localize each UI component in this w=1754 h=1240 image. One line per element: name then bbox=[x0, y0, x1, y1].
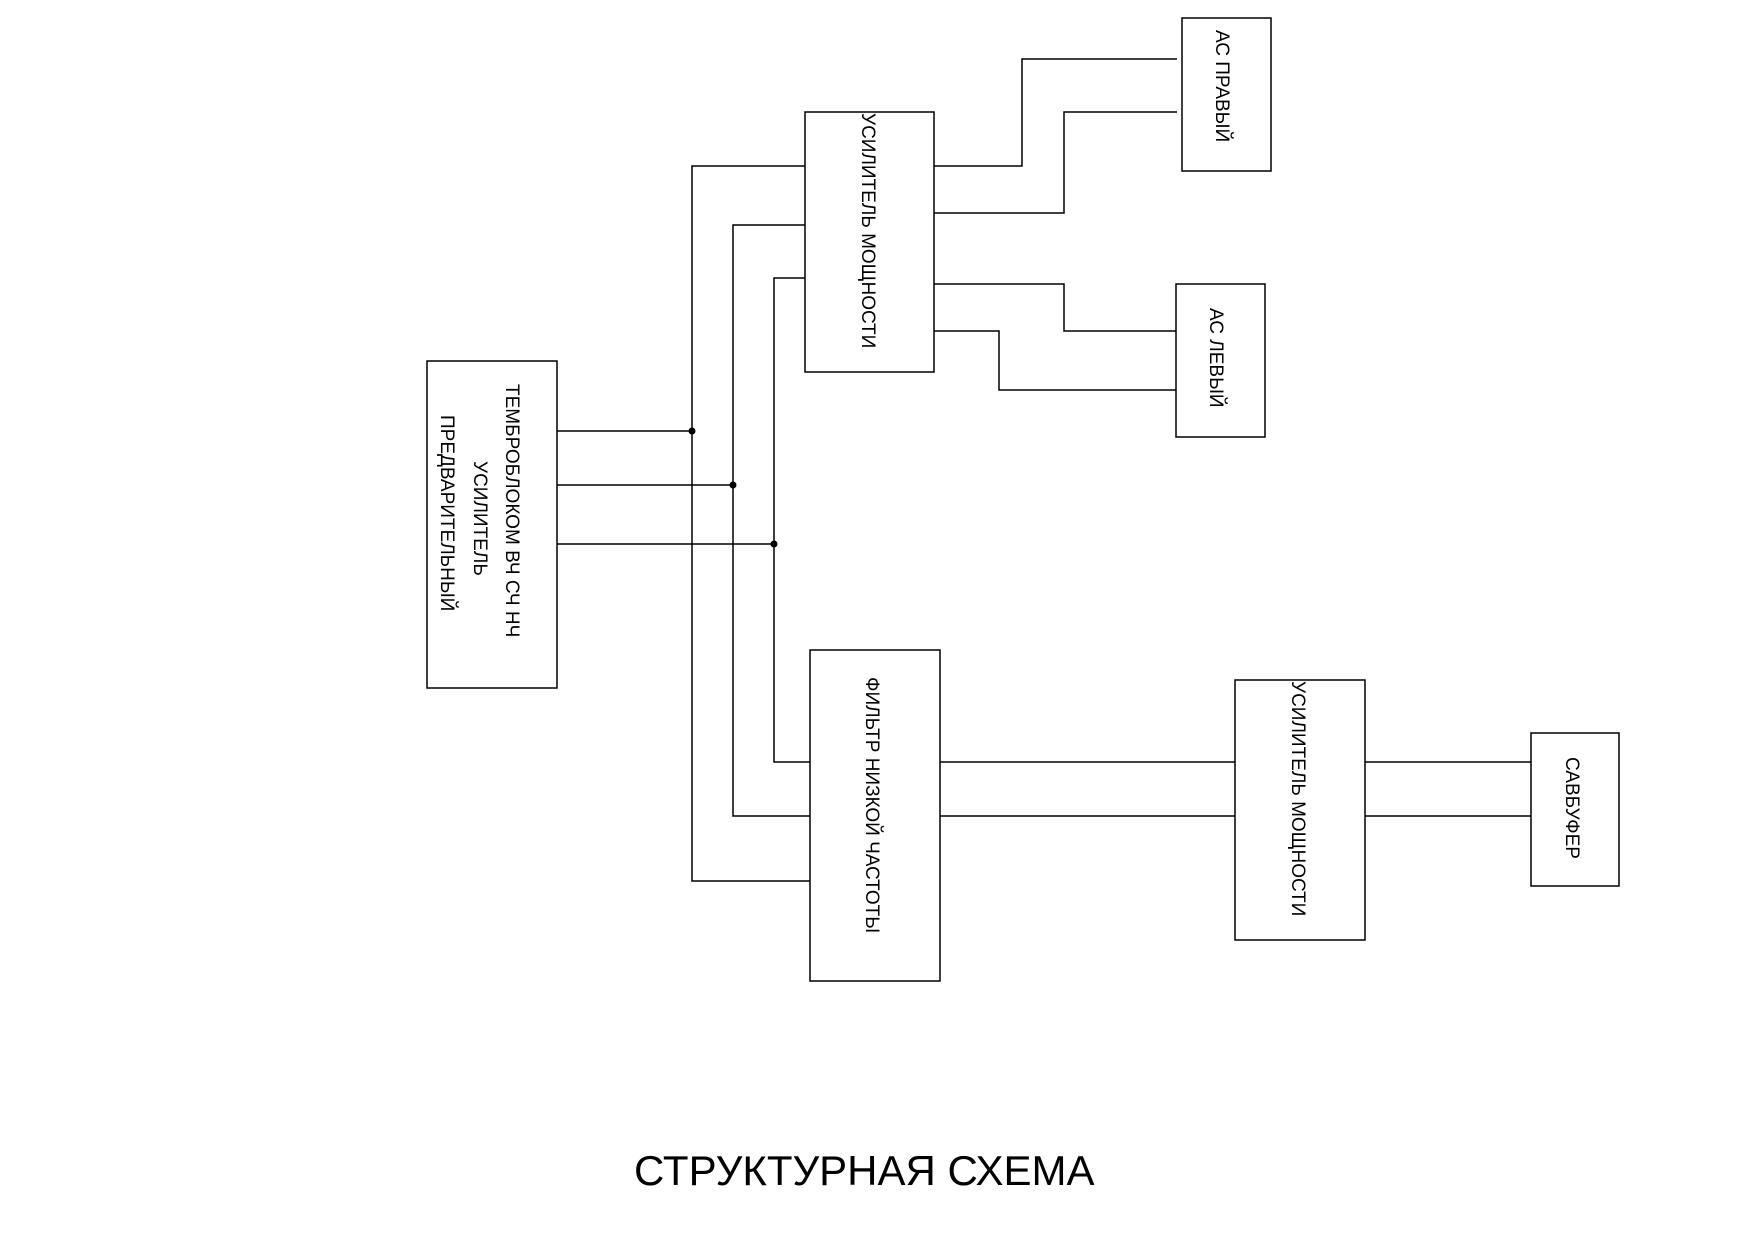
wire-amp-right-1 bbox=[934, 58, 1177, 167]
block-lowpass-filter: ФИЛЬТР НИЗКОЙ ЧАСТОТЫ bbox=[809, 649, 941, 982]
wire-amp-right-2 bbox=[934, 111, 1177, 214]
block-amp-main: УСИЛИТЕЛЬ МОЩНОСТИ bbox=[804, 111, 935, 373]
amp-main-label: УСИЛИТЕЛЬ МОЩНОСТИ bbox=[857, 113, 878, 348]
bus-3 bbox=[773, 277, 810, 763]
preamp-label-line2: УСИЛИТЕЛЬ bbox=[469, 461, 490, 576]
preamp-label-line3: ПРЕДВАРИТЕЛЬНЫЙ bbox=[436, 415, 458, 611]
junction-dot bbox=[688, 427, 696, 435]
block-amp-sub: УСИЛИТЕЛЬ МОЩНОСТИ bbox=[1234, 679, 1366, 941]
amp-sub-label: УСИЛИТЕЛЬ МОЩНОСТИ bbox=[1287, 681, 1308, 916]
block-subwoofer: САВБУФЕР bbox=[1530, 732, 1620, 887]
lowpass-label: ФИЛЬТР НИЗКОЙ ЧАСТОТЫ bbox=[861, 677, 883, 933]
block-preamp: ТЕМБРОБЛОКОМ ВЧ СЧ НЧ УСИЛИТЕЛЬ ПРЕДВАРИ… bbox=[426, 360, 558, 689]
wires bbox=[557, 58, 1531, 882]
wire-amp-left-1 bbox=[934, 283, 1176, 332]
speaker-right-label: АС ПРАВЫЙ bbox=[1211, 30, 1233, 142]
block-speaker-right: АС ПРАВЫЙ bbox=[1181, 17, 1272, 172]
preamp-label-line1: ТЕМБРОБЛОКОМ ВЧ СЧ НЧ bbox=[501, 384, 522, 637]
junctions bbox=[688, 427, 778, 548]
diagram-title: СТРУКТУРНАЯ СХЕМА bbox=[634, 1147, 1095, 1194]
junction-dot bbox=[729, 481, 737, 489]
bus-2 bbox=[732, 224, 810, 817]
block-speaker-left: АС ЛЕВЫЙ bbox=[1175, 283, 1266, 438]
bus-1 bbox=[691, 165, 810, 882]
speaker-left-label: АС ЛЕВЫЙ bbox=[1205, 308, 1227, 408]
wire-amp-left-2 bbox=[934, 330, 1176, 391]
subwoofer-label: САВБУФЕР bbox=[1561, 757, 1582, 859]
junction-dot bbox=[770, 540, 778, 548]
